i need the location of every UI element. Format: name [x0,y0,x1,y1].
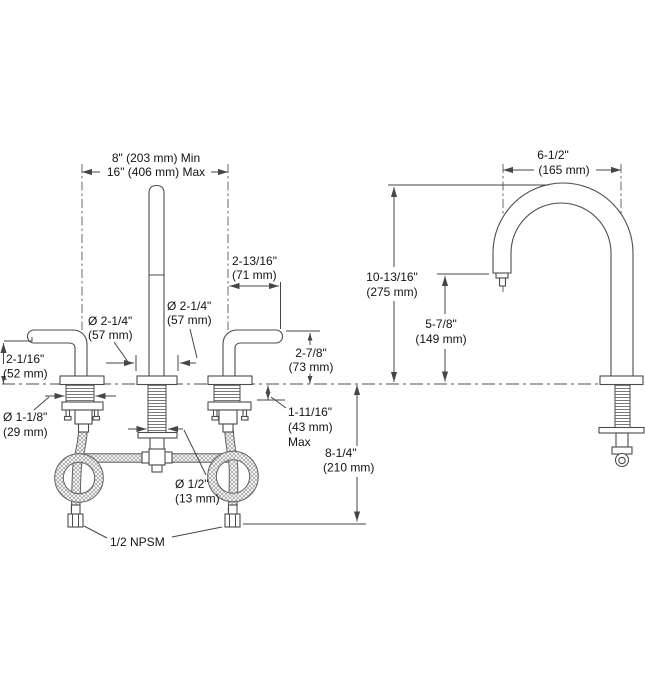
supply-hoses [54,429,259,512]
left-hose-nut [67,513,84,528]
side-shank-threads [614,384,631,428]
npsm-leader-right [171,526,223,538]
escutcheon-leader-right [189,328,198,359]
spout-side-assembly [492,182,645,468]
spout-shaft [148,184,165,377]
spout-outlet [495,272,509,279]
left-handle-lever [26,329,88,377]
spout-shank-threads [147,384,167,433]
left-height-extension [4,337,33,342]
right-handle-assembly [207,329,284,528]
left-handle-escutcheon [59,375,105,386]
side-shank-cylinder [615,432,629,448]
label-left-height-mm: (52 mm) [3,367,48,381]
label-deck-thickness-in: 1-11/16" [288,405,332,419]
label-handle-reach-mm: (71 mm) [232,268,277,282]
label-escutcheon-center-mm: (57 mm) [167,313,212,327]
label-supply-drop-in: 8-1/4" [325,446,357,460]
spout-escutcheon [136,375,178,386]
right-hose-nut [224,513,241,528]
gooseneck-spout [492,182,634,377]
left-valve-body [74,409,93,425]
label-escutcheon-left-mm: (57 mm) [88,328,133,342]
label-supply-connection: 1/2 NPSM [110,535,165,549]
right-valve-body [218,409,238,425]
label-right-height-in: 2-7/8" [295,346,327,360]
tee-bottom-stub [151,464,163,473]
right-valve-hose-crimp [222,423,234,433]
right-handle-lever [222,329,284,377]
label-spout-height-in: 10-13/16" [366,270,418,284]
right-mounting-bolt-2-head [240,415,249,421]
label-left-height-in: 2-1/16" [6,352,44,366]
right-mounting-bolt-1-head [211,415,220,421]
label-outlet-height-in: 5-7/8" [425,317,457,331]
label-handle-reach-in: 2-13/16" [232,254,277,268]
spout-outlet-tip [498,277,507,287]
label-spout-reach-mm: (165 mm) [538,163,589,177]
left-mounting-bolt-1-head [63,415,72,421]
dimension-labels: 8" (203 mm) Min 16" (406 mm) Max 2-13/16… [3,148,590,549]
side-escutcheon [599,375,644,386]
label-shank-dia-mm: (29 mm) [3,425,48,439]
right-handle-escutcheon [207,375,253,386]
dimension-lines [0,166,621,539]
left-mounting-washer [61,401,104,411]
left-hose-loop-braid [55,454,103,502]
label-escutcheon-left-in: Ø 2-1/4" [88,314,132,328]
label-spread-min: 8" (203 mm) Min [112,151,200,165]
spout-front-assembly [136,184,178,473]
label-right-height-mm: (73 mm) [289,360,334,374]
escutcheon-leader-left [113,341,129,363]
npsm-leader-left [83,525,108,539]
label-outlet-height-mm: (149 mm) [415,332,466,346]
deck-thickness-leader [270,396,287,409]
left-valve-hose-crimp [77,423,90,433]
label-spread-max: 16" (406 mm) Max [107,165,205,179]
label-deck-thickness-note: Max [288,435,311,449]
left-handle-assembly [26,329,105,528]
side-hose-ball-end-bore [618,456,626,465]
label-hose-dia-mm: (13 mm) [175,492,220,506]
label-supply-drop-mm: (210 mm) [323,461,374,475]
label-escutcheon-center-in: Ø 2-1/4" [167,299,211,313]
label-shank-dia-in: Ø 1-1/8" [3,410,47,424]
right-hose-loop-braid [208,451,258,502]
right-handle-shank-threads [213,384,241,403]
hose-dia-leader [183,429,207,476]
left-mounting-bolt-2-head [92,415,101,421]
shank-dim-leader [33,396,50,411]
spout-mounting-washer [137,431,178,439]
label-hose-dia-in: Ø 1/2" [175,477,209,491]
label-spout-height-mm: (275 mm) [366,285,417,299]
side-mounting-washer [598,426,645,434]
left-handle-shank-threads [65,384,95,403]
right-mounting-washer [207,401,252,411]
tee-body [148,448,166,466]
label-deck-thickness-mm: (43 mm) [288,420,333,434]
label-spout-reach-in: 6-1/2" [537,148,569,162]
